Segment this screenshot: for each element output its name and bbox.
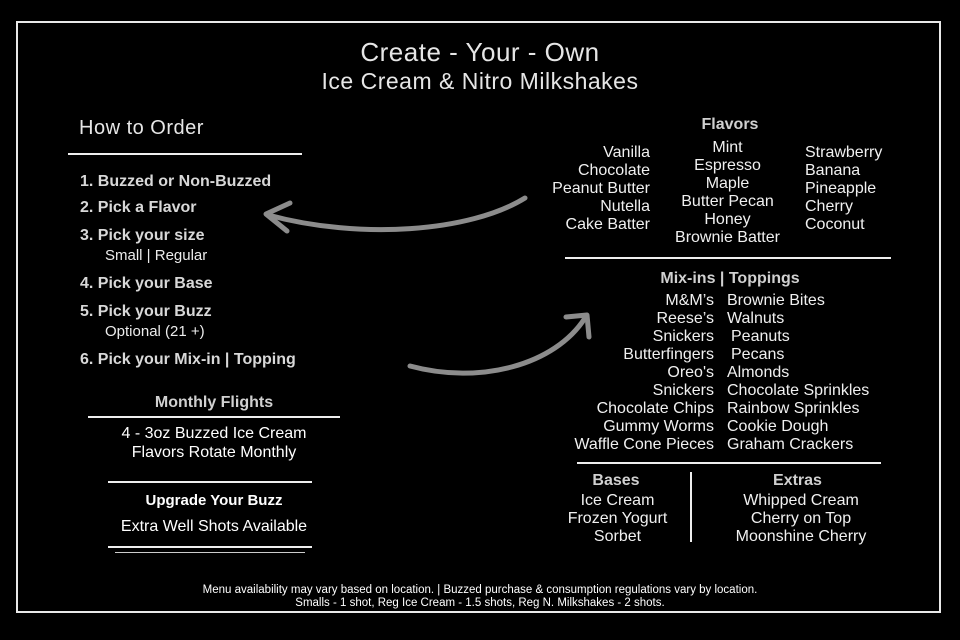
list-item: Cherry on Top [750, 510, 852, 527]
upgrade-buzz-text: Extra Well Shots Available [120, 518, 308, 535]
flavors-column-2: Mint Espresso Maple Butter Pecan Honey B… [655, 139, 800, 247]
upgrade-divider-bottom-2 [115, 552, 305, 553]
list-item: Pecans [731, 346, 785, 363]
how-to-order-heading: How to Order [79, 117, 204, 139]
monthly-flights-heading: Monthly Flights [154, 394, 274, 411]
order-step: 6. Pick your Mix-in | Topping [80, 350, 296, 370]
order-step: 5. Pick your Buzz Optional (21 +) [80, 302, 296, 342]
order-step: 2. Pick a Flavor [80, 198, 296, 218]
monthly-flights-divider [88, 416, 340, 418]
list-item: Cake Batter [565, 216, 650, 233]
mixin-arrow-icon [407, 312, 592, 376]
list-item: Peanut Butter [552, 180, 650, 197]
menu-title-line2: Ice Cream & Nitro Milkshakes [321, 68, 639, 94]
list-item: Vanilla [603, 144, 650, 161]
list-item: Espresso [694, 157, 761, 174]
list-item: Chocolate [577, 162, 650, 179]
list-item: Chocolate Chips [596, 400, 714, 417]
list-item: Reese’s [656, 310, 714, 327]
flavors-column-1: Vanilla Chocolate Peanut Butter Nutella … [500, 144, 650, 234]
order-step-sub: Small | Regular [105, 247, 208, 264]
monthly-flights-line: 4 - 3oz Buzzed Ice Cream [121, 425, 307, 442]
list-item: Peanuts [731, 328, 790, 345]
list-item: Oreo's [667, 364, 714, 381]
footer-line: Smalls - 1 shot, Reg Ice Cream - 1.5 sho… [295, 597, 665, 609]
order-step-sub: Optional (21 +) [105, 323, 205, 340]
order-step: 1. Buzzed or Non-Buzzed [80, 172, 296, 192]
order-step: 4. Pick your Base [80, 274, 296, 294]
monthly-flights-text: 4 - 3oz Buzzed Ice Cream Flavors Rotate … [88, 424, 340, 462]
list-item: Honey [704, 211, 751, 228]
menu-title-line1: Create - Your - Own [360, 37, 600, 67]
list-item: Pineapple [805, 180, 877, 197]
list-item: Butterfingers [623, 346, 714, 363]
list-item: Nutella [600, 198, 650, 215]
list-item: Cherry [805, 198, 854, 215]
mixins-column-2: Brownie Bites Walnuts Peanuts Pecans Alm… [727, 292, 907, 454]
list-item: Banana [805, 162, 861, 179]
order-step: 3. Pick your size Small | Regular [80, 226, 296, 266]
list-item: Brownie Bites [727, 292, 825, 309]
flavors-column-3: Strawberry Banana Pineapple Cherry Cocon… [805, 144, 925, 234]
list-item: Brownie Batter [675, 229, 780, 246]
extras-heading: Extras [773, 472, 822, 489]
order-step-label: 6. Pick your Mix-in | Topping [80, 351, 296, 368]
list-item: M&M’s [665, 292, 714, 309]
list-item: Frozen Yogurt [567, 510, 668, 527]
list-item: Ice Cream [580, 492, 655, 509]
monthly-flights-line: Flavors Rotate Monthly [131, 444, 297, 461]
list-item: Snickers [652, 382, 714, 399]
menu-border [16, 21, 941, 613]
list-item: Gummy Worms [603, 418, 714, 435]
list-item: Walnuts [727, 310, 785, 327]
list-item: Almonds [727, 364, 790, 381]
list-item: Whipped Cream [743, 492, 859, 509]
list-item: Moonshine Cherry [735, 528, 867, 545]
bases-list: Ice Cream Frozen Yogurt Sorbet [545, 492, 690, 546]
bases-heading: Bases [592, 472, 640, 489]
list-item: Mint [712, 139, 743, 156]
order-step-label: 1. Buzzed or Non-Buzzed [80, 173, 272, 190]
mixins-heading: Mix-ins | Toppings [660, 270, 800, 287]
list-item: Rainbow Sprinkles [727, 400, 860, 417]
list-item: Sorbet [593, 528, 642, 545]
order-step-label: 4. Pick your Base [80, 275, 213, 292]
order-step-label: 2. Pick a Flavor [80, 199, 197, 216]
footer-line: Menu availability may vary based on loca… [202, 584, 758, 596]
list-item: Graham Crackers [727, 436, 854, 453]
list-item: Strawberry [805, 144, 883, 161]
list-item: Coconut [805, 216, 865, 233]
flavors-divider [565, 257, 891, 259]
order-steps-list: 1. Buzzed or Non-Buzzed 2. Pick a Flavor… [80, 172, 296, 370]
order-step-label: 3. Pick your size [80, 227, 205, 244]
list-item: Waffle Cone Pieces [574, 436, 714, 453]
mixins-column-1: M&M’s Reese’s Snickers Butterfingers Ore… [530, 292, 714, 454]
list-item: Maple [705, 175, 750, 192]
order-step-label: 5. Pick your Buzz [80, 303, 212, 320]
flavor-arrow-icon [263, 195, 528, 234]
extras-list: Whipped Cream Cherry on Top Moonshine Ch… [712, 492, 890, 546]
flavors-heading: Flavors [701, 116, 759, 133]
bases-extras-divider [690, 472, 692, 542]
list-item: Butter Pecan [681, 193, 774, 210]
upgrade-buzz-heading: Upgrade Your Buzz [145, 492, 283, 509]
list-item: Chocolate Sprinkles [727, 382, 870, 399]
list-item: Cookie Dough [727, 418, 829, 435]
upgrade-divider-bottom [108, 546, 312, 548]
how-to-order-divider [68, 153, 302, 155]
footer-notes: Menu availability may vary based on loca… [100, 584, 860, 610]
list-item: Snickers [652, 328, 714, 345]
upgrade-divider-top [108, 481, 312, 483]
mixins-divider [577, 462, 881, 464]
